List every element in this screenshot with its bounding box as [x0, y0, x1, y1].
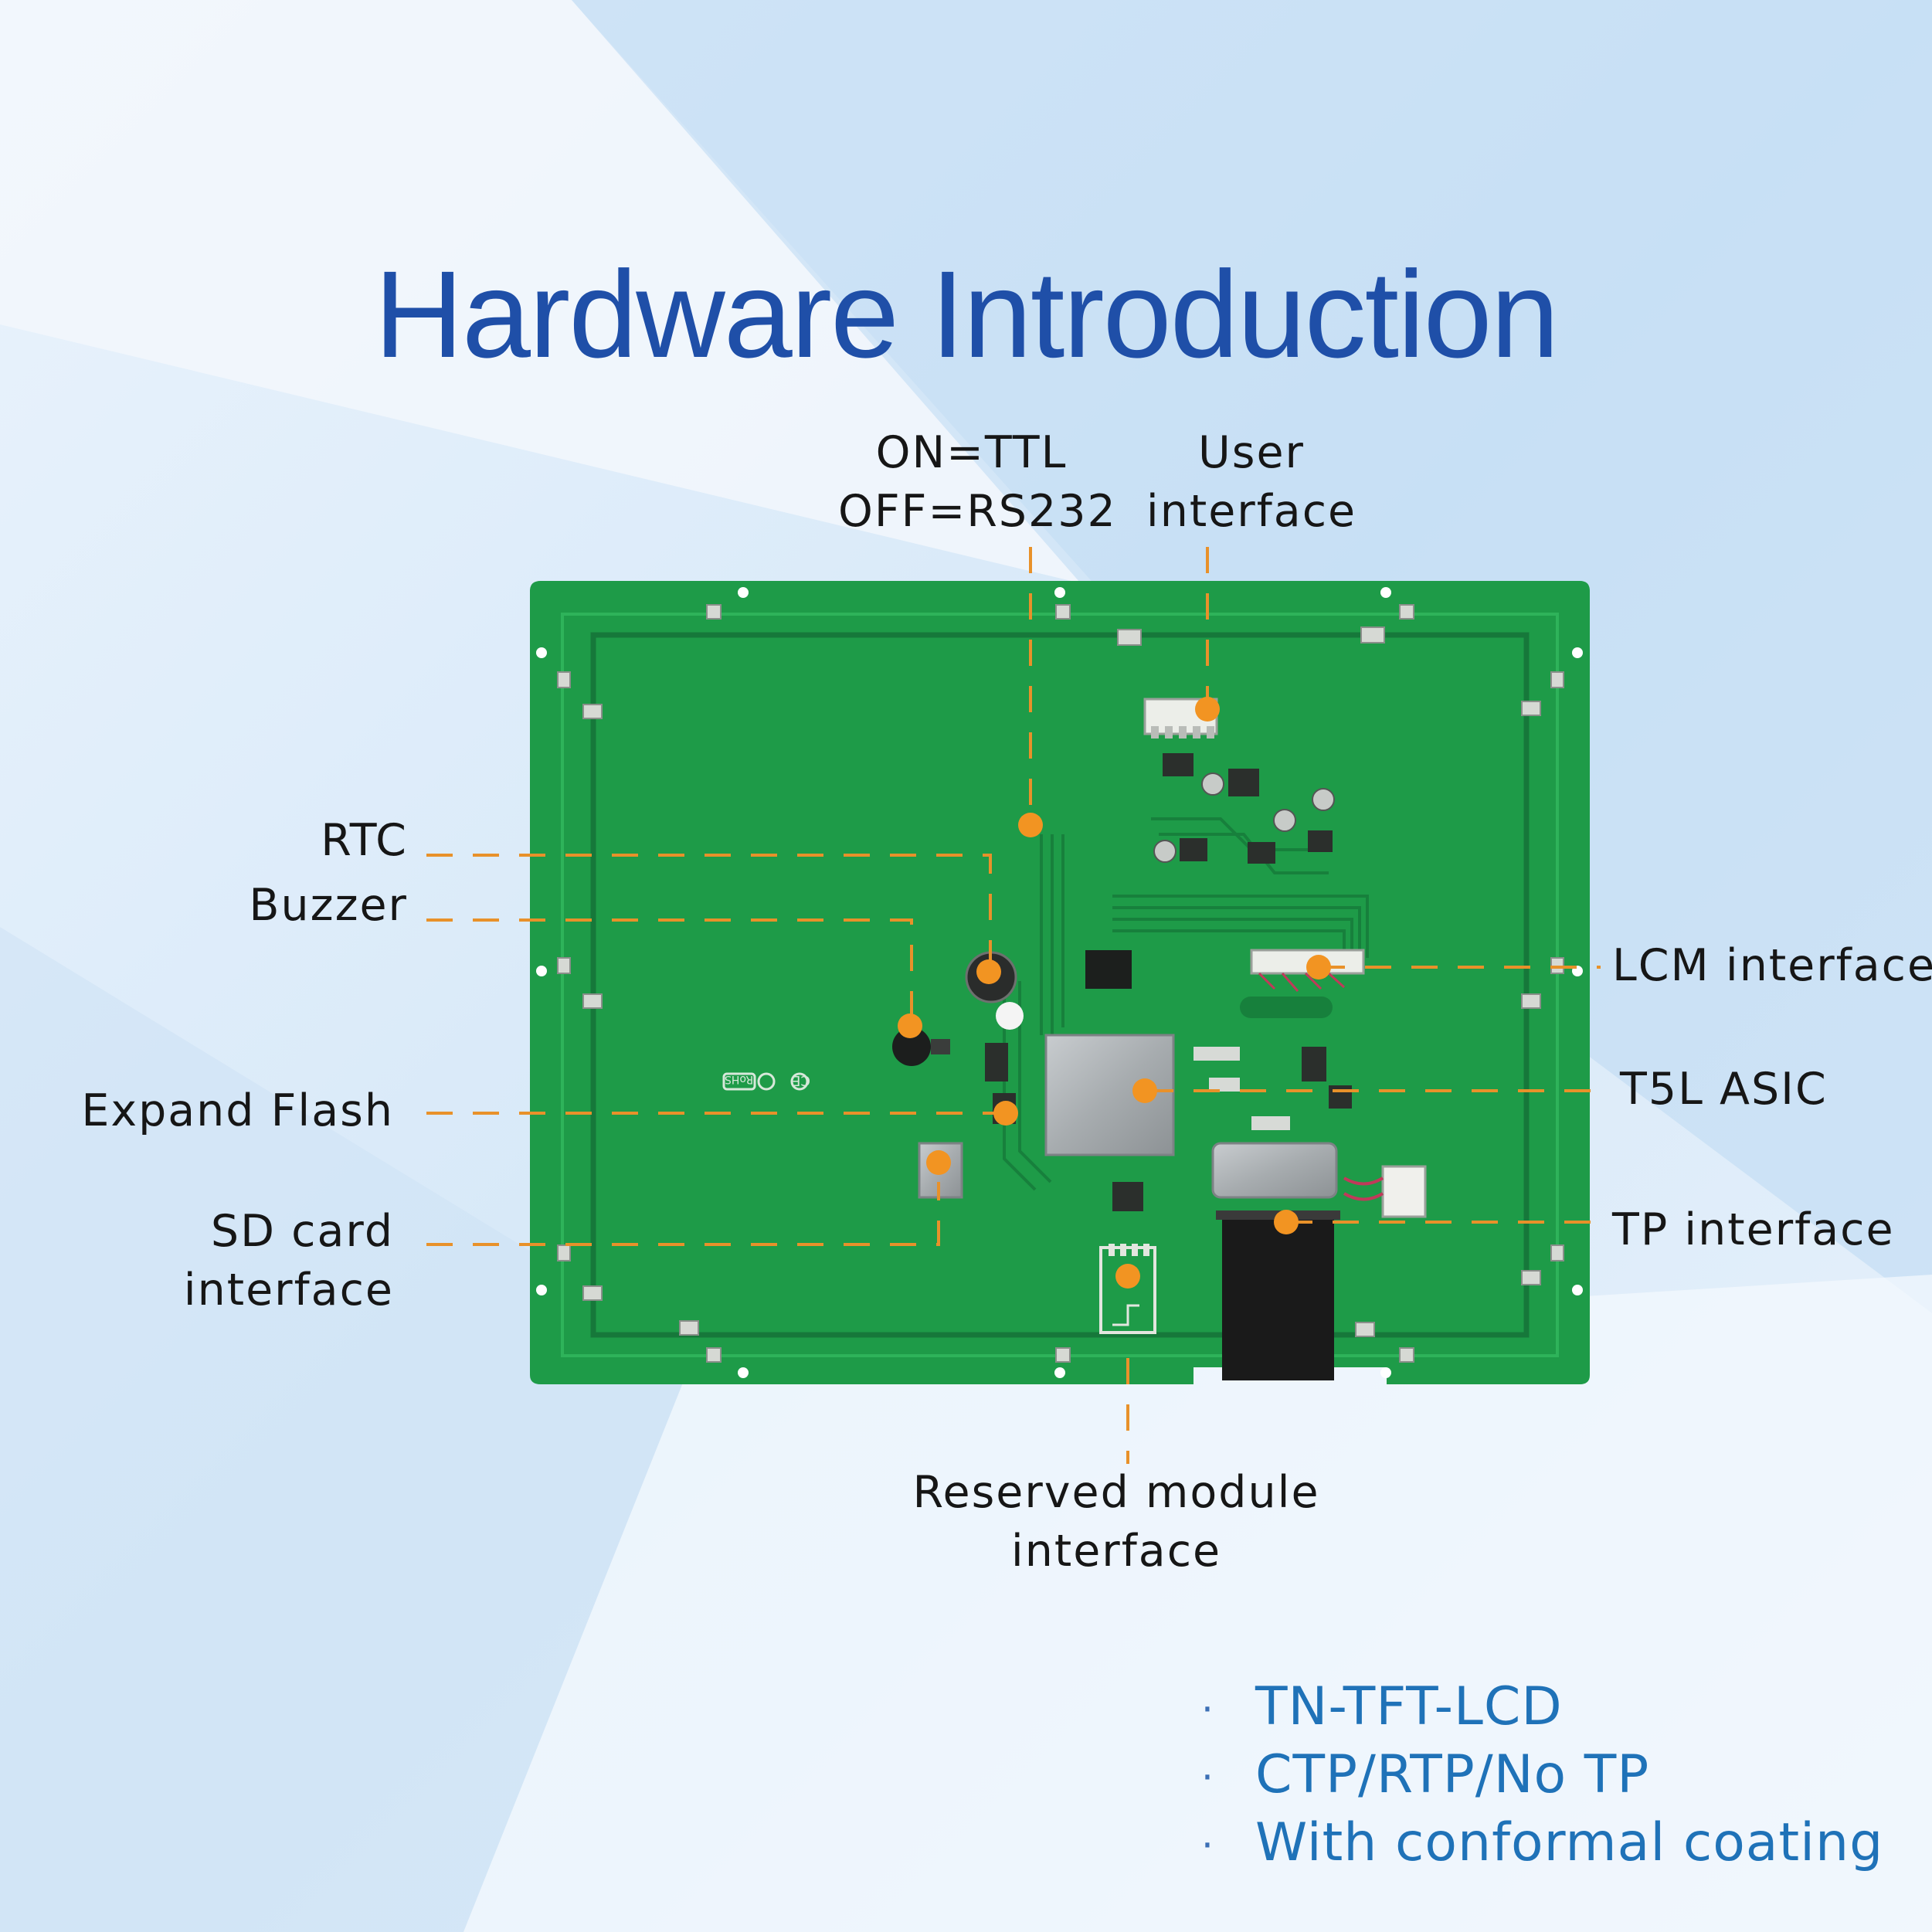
- page-title: Hardware Introduction: [374, 245, 1559, 383]
- label-rtc: RTC: [321, 815, 408, 866]
- label-t5l-asic: T5L ASIC: [1620, 1064, 1828, 1115]
- label-ttl-line2: OFF=RS232: [838, 486, 1117, 537]
- marker-user-interface: [1195, 697, 1220, 722]
- marker-lcm: [1306, 955, 1331, 980]
- marker-reserved: [1115, 1264, 1140, 1289]
- marker-ttl-switch: [1018, 813, 1043, 837]
- label-ttl-switch: ON=TTL OFF=RS232: [838, 423, 1117, 541]
- feature-item: · TN-TFT-LCD: [1201, 1676, 1563, 1737]
- leader-lines: [426, 547, 1601, 1464]
- feature-text: With conformal coating: [1255, 1812, 1884, 1873]
- component-markers: [898, 697, 1331, 1289]
- marker-buzzer: [898, 1014, 922, 1038]
- bg-facet-lower: [0, 927, 695, 1932]
- bullet-icon: ·: [1201, 1755, 1214, 1801]
- bg-facet-bottom: [463, 1275, 1932, 1932]
- label-lcm-interface: LCM interface: [1612, 940, 1932, 991]
- rohs-label: RoHS: [725, 1073, 754, 1085]
- feature-item: · CTP/RTP/No TP: [1201, 1744, 1649, 1805]
- label-reserved-line1: Reserved module: [912, 1467, 1320, 1518]
- label-user-interface: User interface: [1136, 423, 1367, 541]
- label-sd-line2: interface: [183, 1265, 394, 1316]
- label-tp-interface: TP interface: [1612, 1204, 1895, 1255]
- label-user-line1: User: [1198, 427, 1305, 478]
- label-ttl-line1: ON=TTL: [875, 427, 1068, 478]
- bg-facet-light: [0, 0, 1097, 587]
- feature-item: · With conformal coating: [1201, 1812, 1883, 1873]
- label-buzzer: Buzzer: [249, 880, 408, 931]
- marker-sd-card: [926, 1150, 951, 1175]
- label-user-line2: interface: [1146, 486, 1357, 537]
- label-expand-flash: Expand Flash: [81, 1085, 394, 1136]
- feature-text: TN-TFT-LCD: [1255, 1676, 1563, 1737]
- marker-asic: [1132, 1078, 1157, 1103]
- label-reserved-line2: interface: [1010, 1526, 1222, 1577]
- marker-rtc: [976, 959, 1001, 984]
- feature-text: CTP/RTP/No TP: [1255, 1744, 1650, 1805]
- pcb-board: [530, 581, 1590, 1384]
- marker-tp: [1274, 1210, 1299, 1234]
- label-sd-card: SD card interface: [77, 1202, 394, 1319]
- label-sd-line1: SD card: [210, 1206, 394, 1257]
- ce-mark: CE: [792, 1072, 810, 1088]
- marker-expand-flash: [993, 1101, 1018, 1126]
- bullet-icon: ·: [1201, 1823, 1214, 1869]
- label-reserved-module: Reserved module interface: [888, 1463, 1344, 1581]
- bullet-icon: ·: [1201, 1687, 1214, 1733]
